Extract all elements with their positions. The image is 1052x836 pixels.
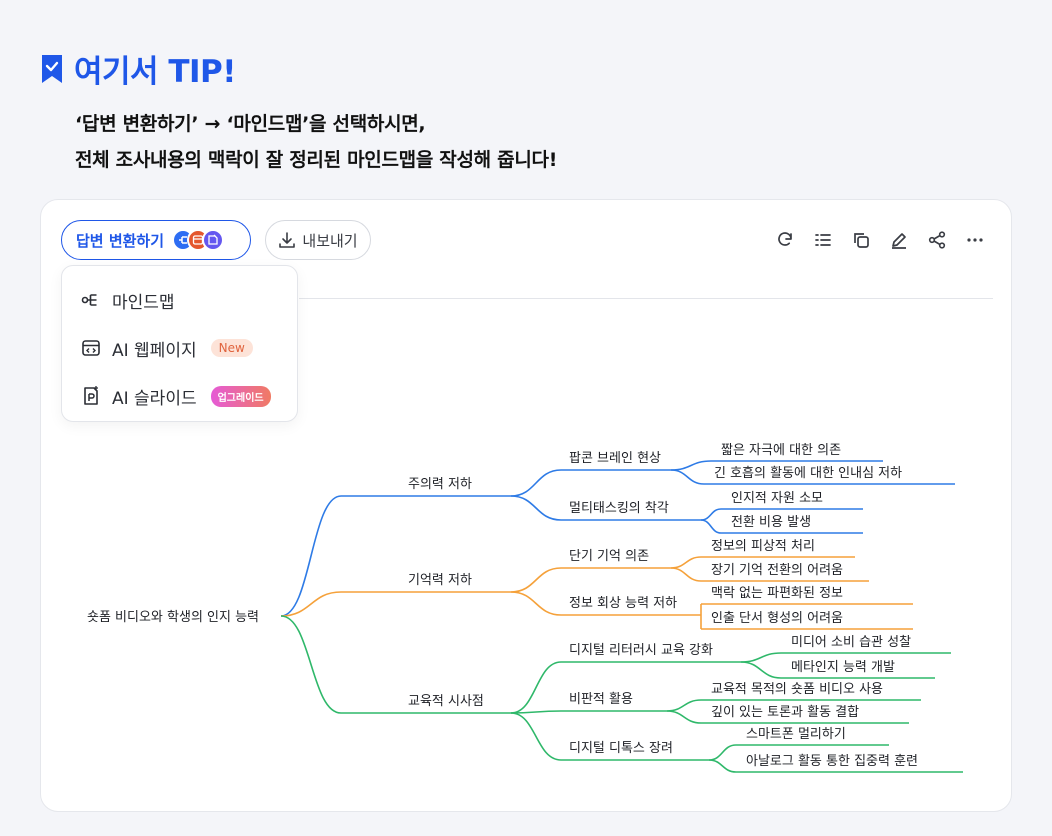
webpage-icon (82, 340, 100, 356)
bookmark-check-icon (42, 54, 62, 83)
leaf-label: 미디어 소비 습관 성찰 (791, 635, 911, 650)
child-connector (510, 712, 562, 761)
child-connector (510, 567, 562, 593)
branch-label: 주의력 저하 (408, 477, 472, 492)
leaf-connector (740, 661, 782, 679)
answer-card: 답변 변환하기 내보내기 숏폼 비디오와 학생의 인지 능력 주의력 저하 팝콘 브… (40, 199, 1012, 812)
divider (299, 298, 993, 299)
leaf-connector (700, 519, 722, 534)
child-connector (510, 710, 562, 714)
leaf-label: 인출 단서 형성의 어려움 (711, 611, 843, 626)
leaf-connector (700, 508, 722, 521)
menu-item-ai-webpage-label: AI 웹페이지 (112, 340, 197, 361)
leaf-label: 메타인지 능력 개발 (791, 660, 895, 675)
slide-chip-icon (202, 229, 225, 251)
tip-title: 여기서 TIP! (74, 54, 236, 90)
branch-connector (280, 591, 342, 617)
leaf-label: 긴 호흡의 활동에 대한 인내심 저하 (714, 466, 902, 481)
card-toolbar (773, 228, 987, 252)
format-chips (172, 229, 225, 251)
child-connector (510, 495, 562, 521)
child-label: 정보 회상 능력 저하 (569, 596, 677, 611)
export-label: 내보내기 (302, 231, 358, 250)
menu-item-ai-slide[interactable]: AI 슬라이드 업그레이드 (62, 372, 297, 420)
leaf-connector (670, 469, 705, 485)
leaf-connector (670, 460, 712, 471)
leaf-connector (670, 567, 702, 582)
menu-item-mindmap-label: 마인드맵 (112, 292, 175, 313)
leaf-label: 아날로그 활동 통한 집중력 훈련 (746, 754, 918, 769)
more-icon[interactable] (963, 228, 987, 252)
branch-connector (280, 495, 342, 617)
mindmap-root: 숏폼 비디오와 학생의 인지 능력 (87, 610, 259, 625)
new-badge: New (210, 339, 253, 357)
slide-icon (84, 386, 98, 405)
leaf-label: 짧은 자극에 대한 의존 (721, 443, 841, 458)
tip-header: 여기서 TIP! (40, 46, 236, 91)
leaf-connector (740, 652, 782, 663)
leaf-label: 교육적 목적의 숏폼 비디오 사용 (711, 682, 883, 697)
leaf-label: 장기 기억 전환의 어려움 (711, 563, 843, 578)
convert-answer-button[interactable]: 답변 변환하기 (61, 220, 251, 260)
child-connector (510, 469, 562, 497)
child-label: 비판적 활용 (569, 692, 633, 707)
edit-icon[interactable] (887, 228, 911, 252)
leaf-connector (708, 759, 737, 773)
leaf-label: 깊이 있는 토론과 활동 결합 (711, 705, 859, 720)
branch-label: 교육적 시사점 (408, 694, 484, 709)
convert-answer-label: 답변 변환하기 (76, 231, 165, 250)
leaf-label: 정보의 피상적 처리 (711, 539, 815, 554)
refresh-icon[interactable] (773, 228, 797, 252)
leaf-label: 전환 비용 발생 (731, 515, 811, 530)
branch-connector (280, 615, 342, 714)
leaf-label: 스마트폰 멀리하기 (746, 727, 846, 742)
mindmap-icon (81, 294, 97, 306)
share-icon[interactable] (925, 228, 949, 252)
upgrade-badge: 업그레이드 (210, 385, 271, 407)
tip-line-1: ‘답변 변환하기’ → ‘마인드맵’을 선택하시면, (75, 113, 426, 135)
leaf-connector (666, 710, 702, 724)
menu-item-ai-slide-label: AI 슬라이드 (112, 388, 197, 409)
leaf-connector (666, 699, 702, 712)
tip-description: ‘답변 변환하기’ → ‘마인드맵’을 선택하시면, 전체 조사내용의 맥락이 … (75, 106, 557, 178)
branch-label: 기억력 저하 (408, 573, 472, 588)
copy-icon[interactable] (849, 228, 873, 252)
child-label: 팝콘 브레인 현상 (569, 451, 661, 466)
leaf-connector (670, 556, 702, 569)
convert-dropdown-menu: 마인드맵 AI 웹페이지 New AI 슬라이드 업그레이드 (61, 265, 298, 422)
child-connector (510, 661, 562, 714)
child-label: 단기 기억 의존 (569, 549, 649, 564)
download-icon (279, 232, 296, 248)
menu-item-mindmap[interactable]: 마인드맵 (62, 276, 297, 324)
menu-item-ai-webpage[interactable]: AI 웹페이지 New (62, 324, 297, 372)
leaf-label: 인지적 자원 소모 (731, 491, 823, 506)
outline-icon[interactable] (811, 228, 835, 252)
child-label: 디지털 디톡스 장려 (569, 741, 673, 756)
tip-line-2: 전체 조사내용의 맥락이 잘 정리된 마인드맵을 작성해 줍니다! (75, 149, 558, 171)
export-button[interactable]: 내보내기 (265, 220, 371, 260)
leaf-connector (708, 744, 737, 761)
leaf-label: 맥락 없는 파편화된 정보 (711, 586, 843, 601)
child-label: 멀티태스킹의 착각 (569, 501, 669, 516)
mindmap-canvas: 숏폼 비디오와 학생의 인지 능력 주의력 저하 팝콘 브레인 현상 짧은 자극에 대… (87, 443, 963, 773)
child-label: 디지털 리터러시 교육 강화 (569, 643, 713, 658)
child-connector (510, 591, 562, 616)
